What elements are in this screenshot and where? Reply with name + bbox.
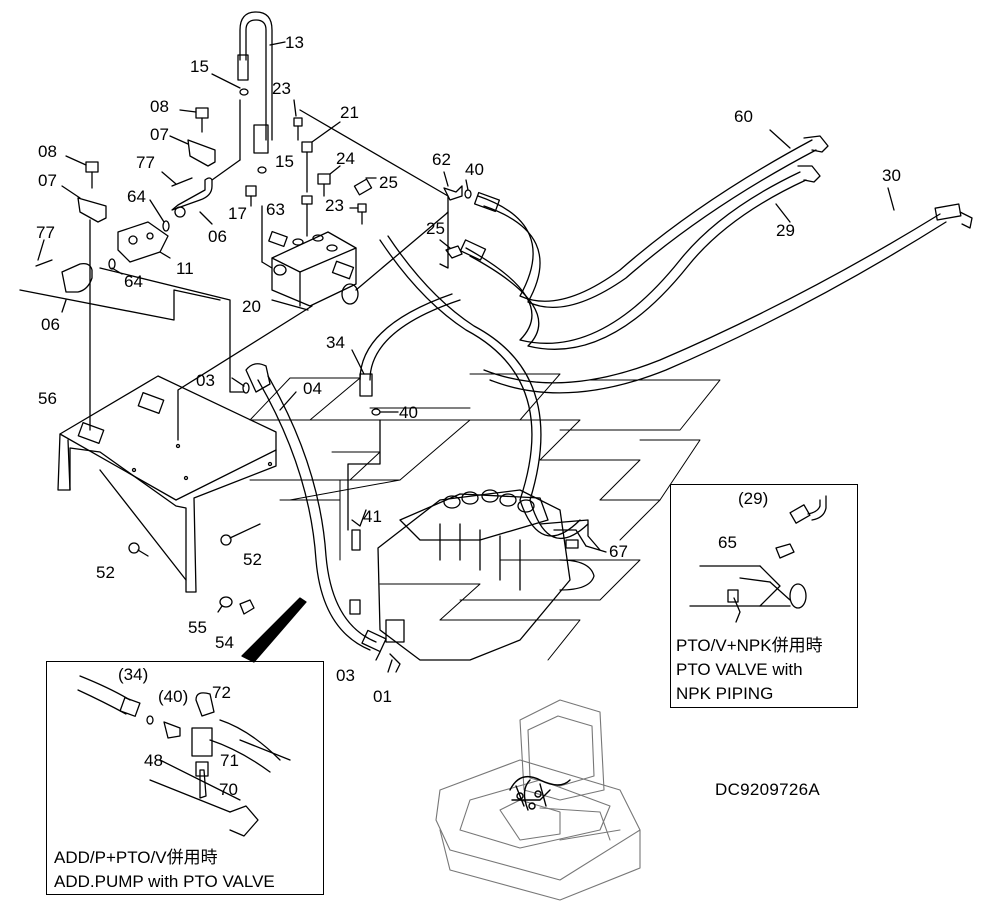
hose-13 (237, 11, 273, 154)
inset-add-callout-72: 72 (212, 683, 231, 702)
pump-11 (117, 221, 171, 263)
bolt-77-lower (35, 239, 53, 267)
callout-23: 23 (272, 79, 291, 98)
callout-41: 41 (363, 507, 382, 526)
callout-52: 52 (96, 563, 115, 582)
fitting-25-upper (353, 177, 377, 196)
drawing-code: DC9209726A (715, 780, 821, 799)
inset-add-frame (46, 661, 324, 895)
inset-pto-note-en-2: NPK PIPING (676, 684, 774, 703)
washer-55-icon (219, 596, 233, 608)
construction-lines (249, 373, 721, 661)
inset-add-callout-48: 48 (144, 751, 163, 770)
callout-67: 67 (609, 542, 628, 561)
control-valve-block (349, 489, 595, 673)
callout-62: 62 (432, 150, 451, 169)
callout-15: 15 (275, 152, 294, 171)
callout-07: 07 (38, 171, 57, 190)
excavator-thumbnail (435, 699, 641, 901)
callout-20: 20 (242, 297, 261, 316)
callout-23: 23 (325, 196, 344, 215)
inset-pto-frame (670, 484, 858, 708)
callout-13: 13 (285, 33, 304, 52)
excavator-highlight (509, 776, 571, 811)
o-ring-15-icon (257, 166, 267, 174)
inset-pto-drawing (689, 495, 827, 623)
callout-29: 29 (776, 221, 795, 240)
bracket-07-lower (61, 185, 107, 223)
callout-07: 07 (150, 125, 169, 144)
hose-29 (459, 165, 821, 350)
inset-add-callout-70: 70 (219, 780, 238, 799)
callout-06: 06 (41, 315, 60, 334)
valve-block-20 (268, 230, 359, 307)
inset-add-callout-40: (40) (158, 687, 189, 706)
fitting-25-lower (439, 239, 463, 259)
callout-11: 11 (176, 259, 194, 278)
callout-63: 63 (266, 200, 285, 219)
callout-08: 08 (150, 97, 169, 116)
callout-40: 40 (399, 403, 418, 422)
callout-24: 24 (336, 149, 355, 168)
bolt-23-upper (293, 99, 303, 141)
inset-add-note-jp: ADD/P+PTO/V併用時 (54, 848, 218, 867)
callout-17: 17 (228, 204, 247, 223)
callout-34: 34 (326, 333, 345, 352)
callout-77: 77 (136, 153, 155, 172)
bolt-08-lower (65, 155, 99, 189)
bolt-52-right (220, 523, 261, 546)
inset-pto-callout-29: (29) (738, 489, 769, 508)
callout-15: 15 (190, 57, 209, 76)
bolt-21 (301, 121, 341, 193)
callout-40: 40 (465, 160, 484, 179)
bolt-08-upper (179, 107, 209, 133)
callout-64: 64 (124, 272, 143, 291)
fitting-62 (443, 171, 463, 201)
inset-add-note-en: ADD.PUMP with PTO VALVE (54, 872, 275, 891)
callout-01: 01 (373, 687, 392, 706)
callout-04: 04 (303, 379, 322, 398)
nut-54-icon (239, 599, 255, 615)
plug-24 (317, 165, 341, 197)
callout-52: 52 (243, 550, 262, 569)
inset-pointer-arrow (241, 597, 307, 663)
callout-56: 56 (38, 389, 57, 408)
inset-add-callout-71: 71 (220, 751, 239, 770)
callout-30: 30 (882, 166, 901, 185)
hose-30 (483, 203, 973, 394)
bracket-07-upper (169, 135, 216, 167)
hose-60 (473, 135, 829, 309)
callout-64: 64 (127, 187, 146, 206)
callout-25: 25 (379, 173, 398, 192)
callout-54: 54 (215, 633, 234, 652)
bolt-77-upper (161, 171, 193, 187)
callout-77: 77 (36, 223, 55, 242)
adapter-06-lower (61, 262, 93, 313)
callout-25: 25 (426, 219, 445, 238)
adapter-06-upper (171, 99, 241, 225)
inset-pto-note-en-1: PTO VALVE with (676, 660, 803, 679)
callout-55: 55 (188, 618, 207, 637)
callout-06: 06 (208, 227, 227, 246)
callout-03: 03 (196, 371, 215, 390)
inset-add-callout-34: (34) (118, 665, 149, 684)
callout-21: 21 (340, 103, 359, 122)
inset-pto-note-jp: PTO/V+NPK併用時 (676, 636, 823, 655)
callout-03: 03 (336, 666, 355, 685)
callout-60: 60 (734, 107, 753, 126)
plate-56 (57, 375, 277, 593)
bolt-52-left (128, 542, 149, 557)
o-ring-15-icon (239, 88, 249, 96)
bolt-23-lower (349, 203, 367, 225)
inset-add-drawing (77, 675, 291, 837)
plug-17 (245, 185, 257, 207)
inset-pto-callout-65: 65 (718, 533, 737, 552)
bolt-63 (301, 195, 313, 237)
hose-04 (245, 363, 387, 653)
callout-08: 08 (38, 142, 57, 161)
